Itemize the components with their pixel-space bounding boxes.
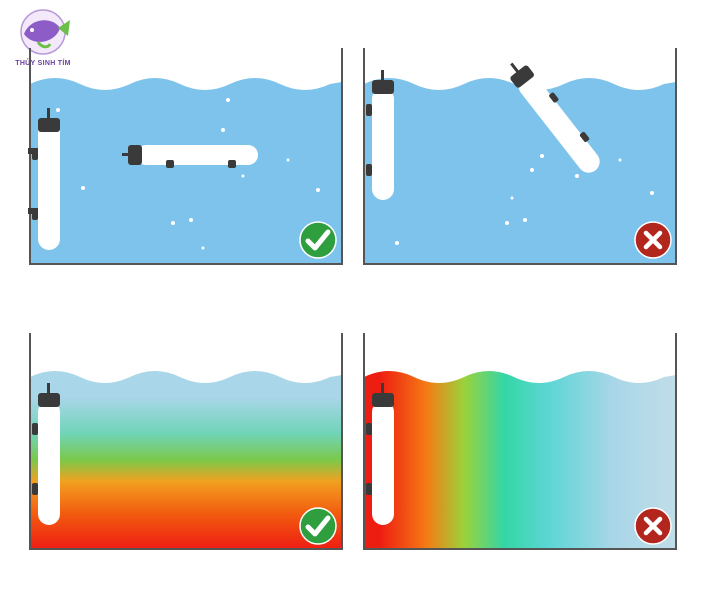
heater-horizontal [122,145,258,168]
fish-icon [20,9,70,55]
heater-vertical [32,383,60,525]
check-icon [299,221,337,259]
heater-vertical [366,70,394,200]
panel-even-heat [28,333,344,553]
panel-incorrect-placement [362,48,678,268]
heater-vertical [28,108,60,250]
brand-logo: THỦY SINH TÍM [8,8,78,70]
brand-name: THỦY SINH TÍM [15,60,71,67]
check-icon [299,507,337,545]
heater-diagonal [510,62,600,173]
cross-icon [634,507,672,545]
heater-vertical [366,383,394,525]
panel-correct-placement [28,48,344,268]
panel-uneven-heat [362,333,678,553]
cross-icon [634,221,672,259]
